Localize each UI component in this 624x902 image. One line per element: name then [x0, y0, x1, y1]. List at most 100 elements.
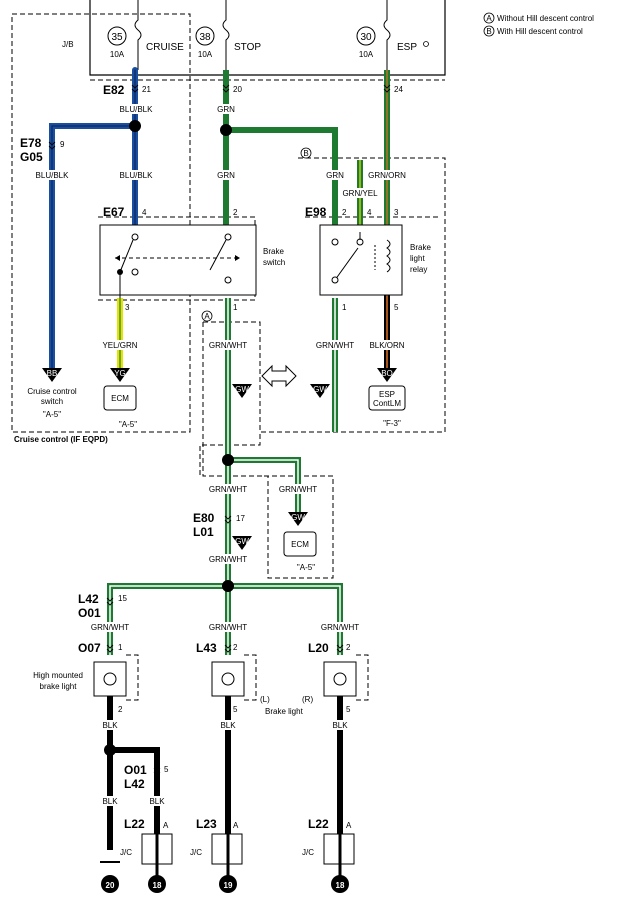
ref-a5-3: "A-5" [297, 563, 315, 572]
svg-text:3: 3 [394, 208, 399, 217]
svg-text:GRN: GRN [217, 105, 235, 114]
pin-numbers: 21 20 24 9 4 2 2 4 3 3 1 1 5 17 15 1 2 2… [60, 85, 403, 830]
brake-switch: Brake switch [99, 224, 285, 298]
conn-o01-b: O01 [124, 763, 147, 777]
svg-text:BLK: BLK [332, 721, 348, 730]
conn-o07: O07 [78, 641, 101, 655]
svg-text:GRN/WHT: GRN/WHT [209, 341, 247, 350]
conn-l43: L43 [196, 641, 217, 655]
jc-label-3: J/C [302, 848, 314, 857]
legend-with-hdc: With Hill descent control [497, 27, 583, 36]
fuse-38-amp: 10A [198, 50, 213, 59]
svg-text:GRN: GRN [326, 171, 344, 180]
conn-l01: L01 [193, 525, 214, 539]
hmsl-label-2: brake light [40, 682, 78, 691]
svg-text:9: 9 [60, 140, 65, 149]
wire-color-labels: BLU/BLK BLU/BLK BLU/BLK GRN GRN GRN GRN/… [32, 104, 407, 806]
fuse-35-amp: 10A [110, 50, 125, 59]
esp-label-1: ESP [379, 390, 395, 399]
svg-text:GRN/WHT: GRN/WHT [321, 623, 359, 632]
blue-wires [49, 67, 138, 371]
fuse-30-num: 30 [360, 32, 372, 43]
conn-e67: E67 [103, 205, 125, 219]
svg-text:4: 4 [367, 208, 372, 217]
brake-light-relay: Brake light relay [319, 224, 431, 296]
svg-text:5: 5 [346, 705, 351, 714]
splice-blu [129, 120, 141, 132]
cruise-switch-label-1: Cruise control [27, 387, 77, 396]
svg-text:BLU/BLK: BLU/BLK [120, 105, 154, 114]
conn-g05: G05 [20, 150, 43, 164]
svg-text:2: 2 [233, 643, 238, 652]
svg-text:1: 1 [342, 303, 347, 312]
svg-text:20: 20 [233, 85, 242, 94]
svg-text:YEL/GRN: YEL/GRN [102, 341, 137, 350]
conn-l22-a: L22 [124, 817, 145, 831]
legend-mark-b: B [486, 27, 491, 36]
svg-text:A: A [346, 821, 352, 830]
svg-text:GRN/WHT: GRN/WHT [91, 623, 129, 632]
svg-text:GRN/WHT: GRN/WHT [209, 623, 247, 632]
legend-without-hdc: Without Hill descent control [497, 14, 594, 23]
esp-label-2: ContLM [373, 399, 401, 408]
svg-text:GRN: GRN [217, 171, 235, 180]
svg-text:GRN/ORN: GRN/ORN [368, 171, 406, 180]
splice-blk [104, 744, 116, 756]
svg-text:BLK: BLK [102, 721, 118, 730]
svg-text:BLK: BLK [220, 721, 236, 730]
svg-text:GRN/WHT: GRN/WHT [279, 485, 317, 494]
refs: Cruise control switch "A-5" "A-5" "F-3" … [14, 387, 401, 572]
connector-chevrons [48, 84, 391, 776]
svg-text:1: 1 [233, 303, 238, 312]
section-marks: B A [201, 147, 312, 322]
legend: A Without Hill descent control B With Hi… [483, 12, 594, 37]
tags: BB YG GW GW BO GW GW [42, 368, 397, 550]
fuse-35-num: 35 [111, 32, 123, 43]
fuse-cruise-name: CRUISE [146, 42, 184, 53]
svg-text:17: 17 [236, 514, 245, 523]
svg-text:GW: GW [235, 385, 249, 394]
svg-text:BLK: BLK [102, 797, 118, 806]
legend-mark-a: A [486, 14, 492, 23]
conn-e82: E82 [103, 83, 125, 97]
jb-label: J/B [62, 40, 74, 49]
ecm-boundary [202, 322, 334, 579]
lamp-right-label: (R) [302, 695, 313, 704]
svg-text:3: 3 [125, 303, 130, 312]
svg-text:5: 5 [164, 765, 169, 774]
hdc-boundary [199, 157, 446, 476]
conn-l42-b: L42 [124, 777, 145, 791]
cruise-control-boundary [11, 13, 191, 433]
splice-grn [220, 124, 232, 136]
lamp-left-label: (L) [260, 695, 270, 704]
svg-text:24: 24 [394, 85, 403, 94]
svg-text:2: 2 [233, 208, 238, 217]
svg-text:A: A [204, 312, 210, 321]
svg-text:BLK/ORN: BLK/ORN [369, 341, 404, 350]
brake-switch-label-1: Brake [263, 247, 284, 256]
hmsl-label-1: High mounted [33, 671, 83, 680]
svg-text:BLU/BLK: BLU/BLK [36, 171, 70, 180]
conn-o01: O01 [78, 606, 101, 620]
fuse-38-num: 38 [199, 32, 211, 43]
ground-20: 20 [106, 881, 115, 890]
conn-e98: E98 [305, 205, 327, 219]
svg-text:2: 2 [342, 208, 347, 217]
double-arrow-icon [261, 364, 297, 388]
conn-l22-b: L22 [308, 817, 329, 831]
svg-text:4: 4 [142, 208, 147, 217]
svg-text:GRN/WHT: GRN/WHT [209, 555, 247, 564]
svg-text:YG: YG [114, 369, 126, 378]
svg-text:BB: BB [47, 369, 58, 378]
relay-label-2: light [410, 254, 425, 263]
svg-text:BO: BO [381, 369, 393, 378]
ground-18-b: 18 [336, 881, 345, 890]
conn-l42: L42 [78, 592, 99, 606]
conn-l20: L20 [308, 641, 329, 655]
svg-text:5: 5 [394, 303, 399, 312]
ref-a5-1: "A-5" [43, 410, 61, 419]
svg-text:2: 2 [118, 705, 123, 714]
connector-labels: E82 E78 G05 E67 E98 E80 L01 L42 O01 O07 … [20, 83, 329, 831]
no-hdc-boundary [203, 321, 261, 432]
